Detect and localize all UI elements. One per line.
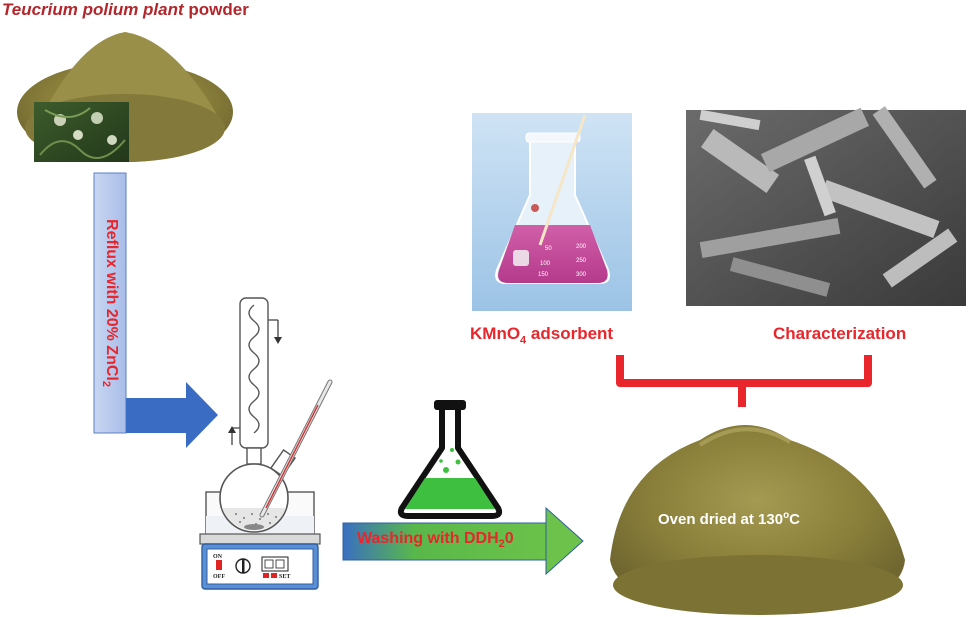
characterization-label: Characterization [773,324,907,343]
reflux-label: Reflux with 20% ZnCl2 [100,219,120,387]
dried-powder-pile [610,425,905,615]
grouping-bracket [616,355,872,407]
powder-word: powder [183,0,249,19]
washing-arrow [342,506,584,576]
flask-mark: 150 [538,272,549,278]
kmno4-label-sub: 4 [520,334,527,347]
oven-label-pre: Oven dried at 130 [658,511,784,528]
reflux-label-sub: 2 [99,380,112,387]
plant-name: Teucrium polium plant [2,0,184,19]
switch-on-text: ON [213,554,223,560]
reflux-apparatus [199,297,333,590]
kmno4-label: KMnO4 adsorbent [470,324,613,346]
washing-label-sub: 2 [498,538,505,551]
oven-label-sup: o [783,510,790,521]
kmno4-label-pre: KMnO [470,324,521,343]
kmno4-label-post: adsorbent [526,324,614,343]
flask-mark: 50 [545,246,552,252]
washing-label-main: Washing with DDH [357,530,499,547]
reflux-arrow [93,172,218,448]
oven-dried-label: Oven dried at 130oC [658,510,800,528]
reflux-label-main: Reflux with 20% ZnCl [103,219,121,381]
oven-label-post: C [789,511,801,528]
plant-powder-title: Teucrium polium plant powder [2,0,249,20]
washing-label-end: 0 [504,530,514,547]
washing-flask [397,400,503,519]
switch-off-text: OFF [213,574,225,580]
washing-label: Washing with DDH20 [357,530,514,550]
sem-image [686,106,966,306]
plant-photo [34,102,129,162]
set-text: SET [279,574,290,580]
flask-graduations: 50 100 150 200 250 300 [538,244,587,278]
flask-mark: 200 [576,244,587,250]
kmno4-photo [472,113,632,311]
flask-mark: 300 [576,272,587,278]
flask-mark: 250 [576,258,587,264]
flask-mark: 100 [540,261,551,267]
